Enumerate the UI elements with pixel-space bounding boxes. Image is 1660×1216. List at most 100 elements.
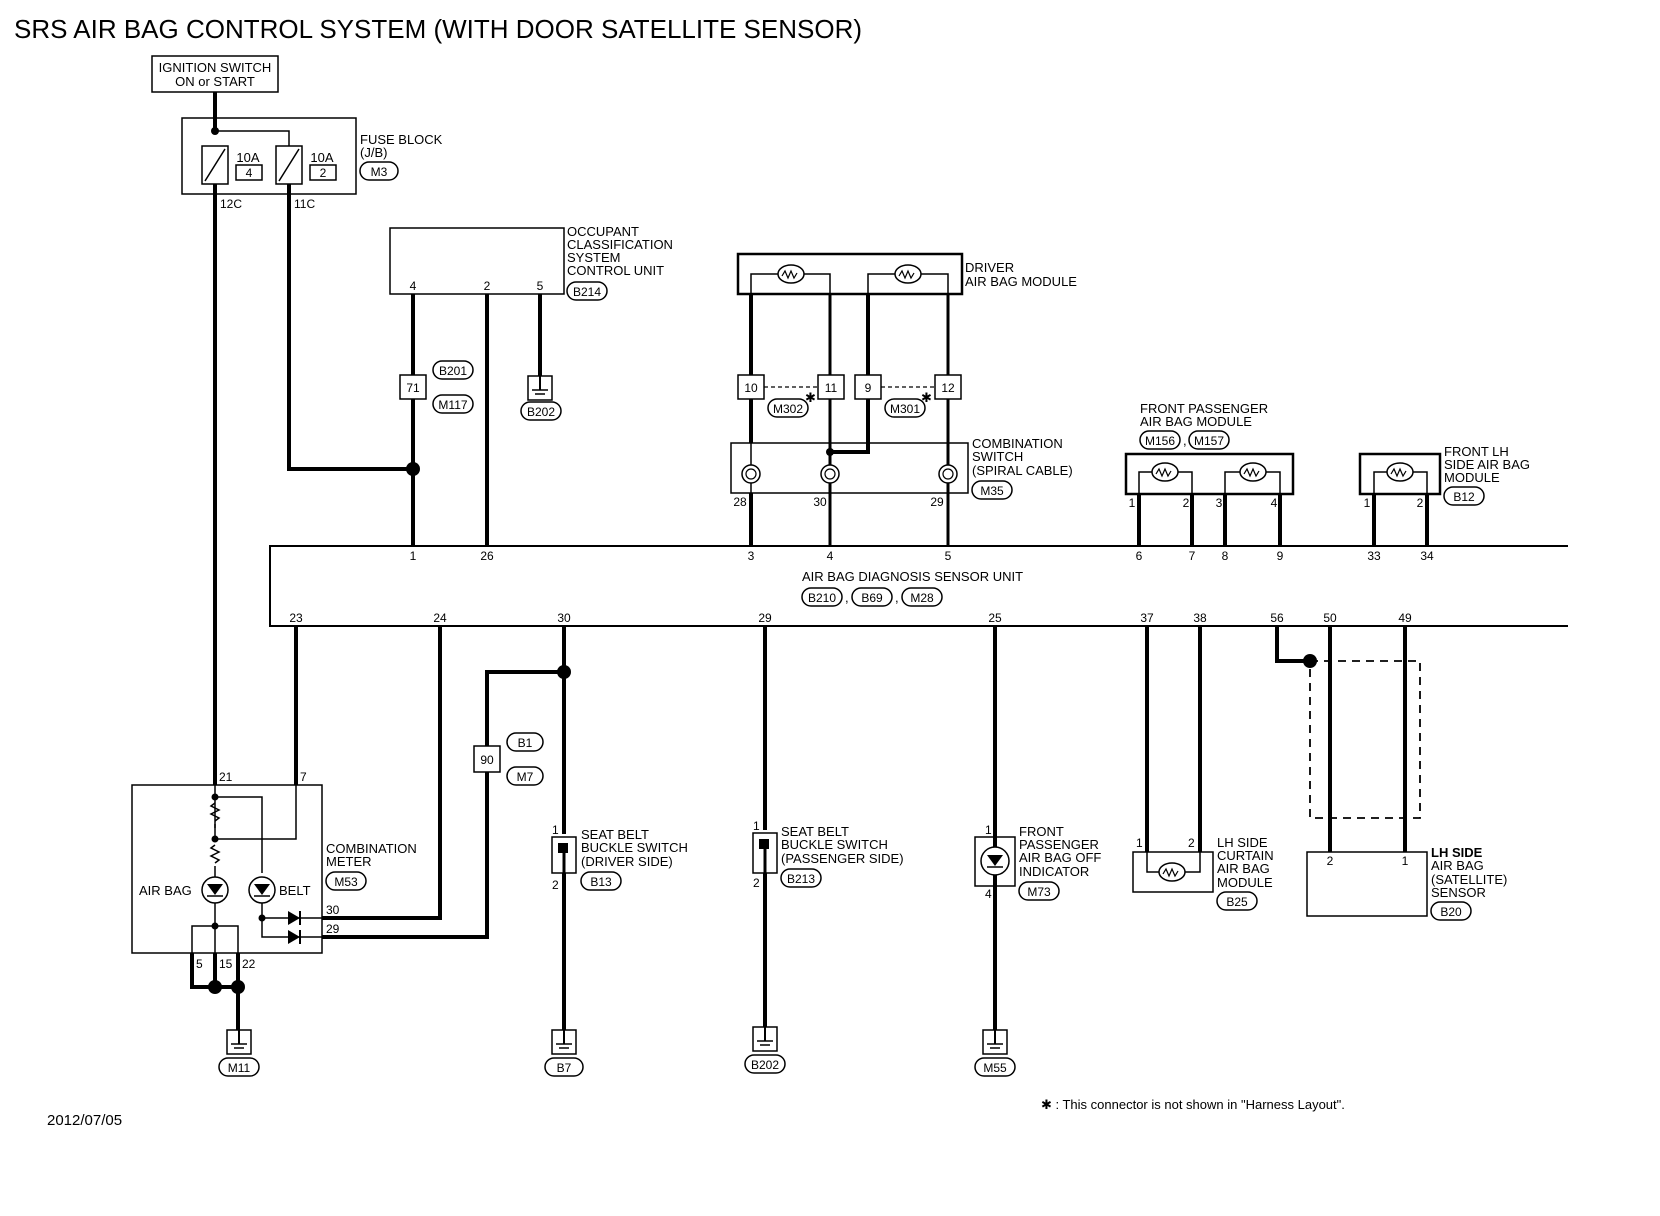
connector-badge: B213 <box>787 872 815 886</box>
connector-badge: M35 <box>980 484 1004 498</box>
component-label: COMBINATION <box>972 436 1063 451</box>
component-label: CLASSIFICATION <box>567 237 673 252</box>
joint-connector-71: 71 B201 M117 <box>399 360 474 414</box>
connector-badge: M11 <box>228 1061 251 1075</box>
component-label: (PASSENGER SIDE) <box>781 851 904 866</box>
component-label: OCCUPANT <box>567 224 639 239</box>
pin-label: 9 <box>865 381 872 395</box>
indicator-lamp-icon <box>980 846 1010 876</box>
pin-label: 5 <box>196 957 203 971</box>
ground-b202: B202 <box>744 1026 786 1074</box>
ignition-switch: IGNITION SWITCH ON or START <box>151 55 279 93</box>
pin-label: 1 <box>1129 496 1136 510</box>
diode-icon <box>288 911 300 925</box>
component-label: COMBINATION <box>326 841 417 856</box>
pin-label: 7 <box>300 770 307 784</box>
squib-icon <box>777 264 805 284</box>
star-icon: ✱ <box>805 390 816 405</box>
component-label: CONTROL UNIT <box>567 263 664 278</box>
connector-badge: B7 <box>557 1061 572 1075</box>
squib-icon <box>1151 462 1179 482</box>
pin-label: 30 <box>813 495 827 509</box>
pin-label: 4 <box>1271 496 1278 510</box>
spiral-cable-icon <box>938 464 958 484</box>
belt-warning-lamp-icon <box>248 876 276 904</box>
driver-module-joints: 10 11 9 12 M302 ✱ M301 ✱ <box>737 374 962 418</box>
wire <box>322 670 564 939</box>
pin-label: 1 <box>753 819 760 833</box>
connector-badge: M7 <box>517 770 534 784</box>
fuse-block-label: (J/B) <box>360 145 387 160</box>
component-label: PASSENGER <box>1019 837 1099 852</box>
connector-badge: M73 <box>1027 885 1051 899</box>
component-label: SENSOR <box>1431 885 1486 900</box>
component-label: AIR BAG MODULE <box>1140 414 1252 429</box>
ground-b7: B7 <box>544 1029 584 1077</box>
connector-badge: B13 <box>590 875 612 889</box>
wire <box>830 294 870 454</box>
component-label: FRONT LH <box>1444 444 1509 459</box>
squib-icon <box>1386 462 1414 482</box>
ignition-label-1: IGNITION SWITCH <box>159 60 272 75</box>
connector-badge: B20 <box>1440 905 1462 919</box>
pin-label: 38 <box>1193 611 1207 625</box>
connector-badge: M156 <box>1145 434 1175 448</box>
component-label: CURTAIN <box>1217 848 1274 863</box>
pin-label: 3 <box>1216 496 1223 510</box>
connector-badge: M301 <box>890 402 920 416</box>
component-label: SWITCH <box>972 449 1023 464</box>
component-label: (SATELLITE) <box>1431 872 1507 887</box>
fuse-icon <box>201 145 229 185</box>
component-label: MODULE <box>1217 875 1273 890</box>
fuse-number: 4 <box>246 166 253 180</box>
pin-label: 56 <box>1270 611 1284 625</box>
pin-label: 34 <box>1420 549 1434 563</box>
footnote: ✱ : This connector is not shown in "Harn… <box>1041 1097 1345 1112</box>
svg-text:,: , <box>1183 433 1187 448</box>
pin-label: 10 <box>744 381 758 395</box>
pin-label: 2 <box>484 279 491 293</box>
pin-label: 9 <box>1277 549 1284 563</box>
pin-label: 2 <box>1417 496 1424 510</box>
component-label: LH SIDE <box>1217 835 1268 850</box>
ground-icon <box>752 1026 778 1052</box>
pin-label: 4 <box>827 549 834 563</box>
connector-badge: M55 <box>983 1061 1007 1075</box>
pin-label: 15 <box>219 957 233 971</box>
squib-icon <box>1239 462 1267 482</box>
ground-icon <box>551 1029 577 1055</box>
ground-icon <box>226 1029 252 1055</box>
fuse-rating: 10A <box>236 150 259 165</box>
wire <box>1275 626 1310 663</box>
pin-label: 2 <box>1327 854 1334 868</box>
component-label: SYSTEM <box>567 250 620 265</box>
component-label: AIR BAG OFF <box>1019 850 1101 865</box>
combination-switch: 28 30 29 COMBINATION SWITCH (SPIRAL CABL… <box>730 436 1073 546</box>
pin-label: 1 <box>1136 836 1143 850</box>
pin-label: 12 <box>941 381 955 395</box>
pin-label: 28 <box>733 495 747 509</box>
pin-label: 8 <box>1222 549 1229 563</box>
pin-label: 2 <box>552 878 559 892</box>
lamp-label: AIR BAG <box>139 883 192 898</box>
fuse-block-label: FUSE BLOCK <box>360 132 443 147</box>
wire <box>322 626 442 920</box>
resistor-icon <box>209 802 221 822</box>
ground-m55: M55 <box>974 1029 1016 1077</box>
connector-badge: B201 <box>439 364 467 378</box>
connector-badge: B12 <box>1453 490 1475 504</box>
component-label: AIR BAG MODULE <box>965 274 1077 289</box>
star-icon: ✱ <box>921 390 932 405</box>
connector-badge: M3 <box>371 165 388 179</box>
connector-badge: B25 <box>1226 895 1248 909</box>
component-label: AIR BAG DIAGNOSIS SENSOR UNIT <box>802 569 1023 584</box>
component-label: SEAT BELT <box>581 827 649 842</box>
front-passenger-air-bag-off-indicator: 1 4 FRONT PASSENGER AIR BAG OFF INDICATO… <box>974 823 1101 901</box>
pin-label: 4 <box>985 887 992 901</box>
component-label: BUCKLE SWITCH <box>781 837 888 852</box>
pin-label: 23 <box>289 611 303 625</box>
pin-label: 33 <box>1367 549 1381 563</box>
fuse-number: 2 <box>320 166 327 180</box>
pin-label: 29 <box>930 495 944 509</box>
